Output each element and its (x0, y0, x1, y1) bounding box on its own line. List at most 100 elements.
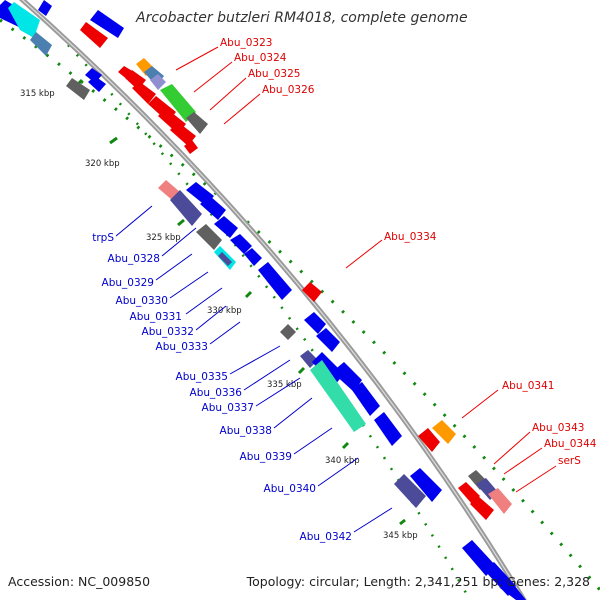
gene-label-abu-0337[interactable]: Abu_0337 (202, 402, 254, 414)
tick-label-315: 315 kbp (20, 89, 55, 99)
cds-reverse[interactable] (458, 482, 480, 504)
leader-line (169, 271, 209, 299)
gene-label-abu-0324[interactable]: Abu_0324 (234, 52, 287, 64)
feature-purple[interactable] (218, 252, 232, 266)
gene-label-abu-0338[interactable]: Abu_0338 (220, 425, 272, 437)
trna-feature[interactable] (280, 324, 296, 340)
major-tick (109, 136, 118, 145)
feature-purple[interactable] (170, 190, 202, 226)
tick-label-335: 335 kbp (267, 380, 302, 390)
gene-label-abu-0336[interactable]: Abu_0336 (190, 387, 243, 399)
inner-tick-track (67, 44, 472, 600)
leader-line (185, 287, 223, 315)
cds-reverse[interactable] (132, 82, 156, 104)
gene-label-abu-0333[interactable]: Abu_0333 (156, 341, 208, 353)
cds-forward[interactable] (214, 216, 238, 238)
gene-label-abu-0332[interactable]: Abu_0332 (142, 326, 194, 338)
cds-forward[interactable] (332, 362, 362, 392)
cds-reverse[interactable] (170, 122, 196, 146)
feature-group-top-left (0, 0, 124, 100)
cds-forward[interactable] (304, 312, 326, 334)
cds-forward[interactable] (88, 76, 106, 92)
tick-label-340: 340 kbp (325, 456, 360, 466)
major-tick (399, 518, 406, 526)
trna-feature[interactable] (66, 78, 90, 100)
cds-forward[interactable] (38, 0, 52, 16)
gene-label-abu-0335[interactable]: Abu_0335 (176, 371, 228, 383)
gene-label-abu-0340[interactable]: Abu_0340 (264, 483, 316, 495)
gene-label-abu-0342[interactable]: Abu_0342 (300, 531, 352, 543)
cds-reverse-0334[interactable] (302, 282, 322, 302)
feature-group-0327-0333 (158, 180, 292, 300)
leader-line (503, 447, 543, 475)
cds-forward[interactable] (374, 412, 402, 446)
gene-label-abu-0344[interactable]: Abu_0344 (544, 438, 597, 450)
backbone-highlight (21, 0, 525, 600)
cds-forward[interactable] (258, 262, 292, 300)
gene-label-sers[interactable]: serS (558, 455, 581, 467)
trna-feature[interactable] (196, 224, 222, 250)
reverse-labels: Abu_0323 Abu_0324 Abu_0325 Abu_0326 Abu_… (220, 37, 597, 467)
leader-line (115, 205, 153, 237)
cds-forward-0342[interactable] (410, 468, 442, 502)
cds-forward[interactable] (316, 328, 340, 352)
feature-teal[interactable] (310, 360, 366, 432)
cds-forward[interactable] (90, 10, 124, 38)
cds-forward[interactable] (200, 196, 226, 220)
feature-group-0323-0326 (118, 58, 208, 154)
feature-cyan[interactable] (8, 2, 40, 38)
gene-label-abu-0334[interactable]: Abu_0334 (384, 231, 437, 243)
gene-label-abu-0341[interactable]: Abu_0341 (502, 380, 554, 392)
cds-reverse[interactable] (80, 22, 108, 48)
leader-line (353, 507, 393, 533)
gene-label-abu-0323[interactable]: Abu_0323 (220, 37, 272, 49)
cds-forward[interactable] (230, 234, 252, 254)
leader-line (317, 457, 359, 487)
leader-line (193, 61, 233, 93)
feature-pink[interactable] (158, 180, 180, 200)
feature-green[interactable] (160, 84, 196, 122)
tick-label-330: 330 kbp (207, 306, 242, 316)
gene-label-abu-0343[interactable]: Abu_0343 (532, 422, 584, 434)
leader-line (223, 93, 261, 125)
gene-label-abu-0325[interactable]: Abu_0325 (248, 68, 300, 80)
trna-feature[interactable] (186, 112, 208, 134)
feature-steel[interactable] (30, 32, 52, 56)
leader-line (461, 389, 499, 419)
leader-line (493, 431, 531, 465)
cds-reverse[interactable] (184, 140, 198, 154)
cds-reverse-0341[interactable] (418, 428, 440, 452)
feature-group-0335-0340 (280, 312, 402, 446)
leader-line (243, 359, 291, 391)
leader-line (345, 239, 383, 269)
leader-line (161, 227, 197, 257)
leader-line (515, 465, 557, 493)
major-tick (297, 366, 306, 375)
gene-label-abu-0328[interactable]: Abu_0328 (108, 253, 160, 265)
accession-text: Accession: NC_009850 (8, 574, 150, 589)
gene-label-abu-0339[interactable]: Abu_0339 (240, 451, 292, 463)
feature-purple-0342[interactable] (394, 474, 426, 508)
feature-orange[interactable] (432, 420, 456, 444)
cds-forward[interactable] (244, 248, 262, 266)
cds-forward[interactable] (462, 540, 496, 576)
feature-group-0343-serS (458, 470, 526, 600)
gene-label-abu-0330[interactable]: Abu_0330 (116, 295, 168, 307)
major-tick (341, 441, 350, 450)
leader-line (155, 253, 193, 281)
major-tick (244, 290, 253, 299)
feature-lavender[interactable] (150, 74, 166, 90)
cds-forward[interactable] (352, 382, 380, 416)
cds-forward[interactable] (500, 580, 526, 600)
gene-label-abu-0331[interactable]: Abu_0331 (130, 311, 182, 323)
cds-reverse[interactable] (470, 496, 494, 520)
leader-line (195, 305, 227, 331)
gene-label-trps[interactable]: trpS (92, 232, 114, 244)
leader-line (209, 77, 247, 111)
gene-label-abu-0329[interactable]: Abu_0329 (102, 277, 154, 289)
leader-line (209, 321, 241, 345)
feature-pink[interactable] (488, 488, 512, 514)
map-title: Arcobacter butzleri RM4018, complete gen… (135, 10, 468, 26)
gene-label-abu-0326[interactable]: Abu_0326 (262, 84, 315, 96)
